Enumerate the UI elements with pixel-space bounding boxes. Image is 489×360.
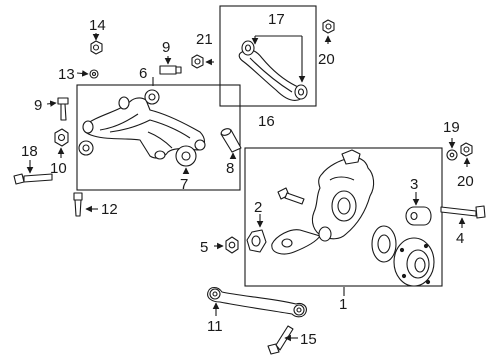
callout-13: 13 xyxy=(58,66,75,83)
part-11-lateral-link xyxy=(207,286,307,318)
part-3-bushing xyxy=(405,206,432,226)
callout-20-right: 20 xyxy=(457,173,474,190)
callout-19: 19 xyxy=(443,119,460,136)
callout-15: 15 xyxy=(300,331,317,348)
callout-6: 6 xyxy=(139,65,147,82)
callout-16: 16 xyxy=(258,113,275,130)
callout-9-left: 9 xyxy=(34,97,42,114)
part-10-nut xyxy=(54,128,69,147)
callout-8: 8 xyxy=(226,160,234,177)
lower-control-arm-group-box xyxy=(76,84,241,191)
part-21-nut xyxy=(191,54,204,69)
part-14-nut xyxy=(90,40,103,55)
part-1-knuckle xyxy=(271,149,375,255)
part-16-upper-link xyxy=(238,40,308,101)
knuckle-bolt xyxy=(277,187,305,205)
part-15-bolt xyxy=(267,325,294,355)
upper-link-group-box xyxy=(219,5,317,107)
callout-14: 14 xyxy=(89,17,106,34)
part-7-bushing xyxy=(175,145,197,167)
part-18-bolt xyxy=(13,173,53,185)
callout-9-upper: 9 xyxy=(162,39,170,56)
part-20-nut-right xyxy=(460,142,473,157)
callout-12: 12 xyxy=(101,201,118,218)
callout-10: 10 xyxy=(50,160,67,177)
callout-11: 11 xyxy=(207,318,223,335)
callout-17: 17 xyxy=(268,11,285,28)
part-19-washer xyxy=(446,149,458,161)
callout-2: 2 xyxy=(254,199,262,216)
part-6-lower-control-arm xyxy=(78,89,206,160)
part-2-bushing xyxy=(246,229,267,253)
part-9-bolt-upper xyxy=(159,65,182,75)
part-8-sleeve xyxy=(220,128,242,153)
part-12-bolt xyxy=(73,192,83,217)
wheel-hub-bearing xyxy=(371,225,435,287)
callout-7: 7 xyxy=(180,176,188,193)
part-4-bolt xyxy=(440,205,486,219)
callout-3: 3 xyxy=(410,176,418,193)
part-20-nut-top xyxy=(322,19,335,34)
part-13-washer xyxy=(89,69,99,79)
callout-4: 4 xyxy=(456,230,464,247)
knuckle-group-box xyxy=(244,147,443,287)
part-5-nut xyxy=(225,236,239,254)
callout-1: 1 xyxy=(339,296,347,313)
callout-18: 18 xyxy=(21,143,38,160)
callout-20-top: 20 xyxy=(318,51,335,68)
callout-21: 21 xyxy=(196,31,213,48)
part-9-bolt-left xyxy=(57,97,69,121)
callout-5: 5 xyxy=(200,239,208,256)
